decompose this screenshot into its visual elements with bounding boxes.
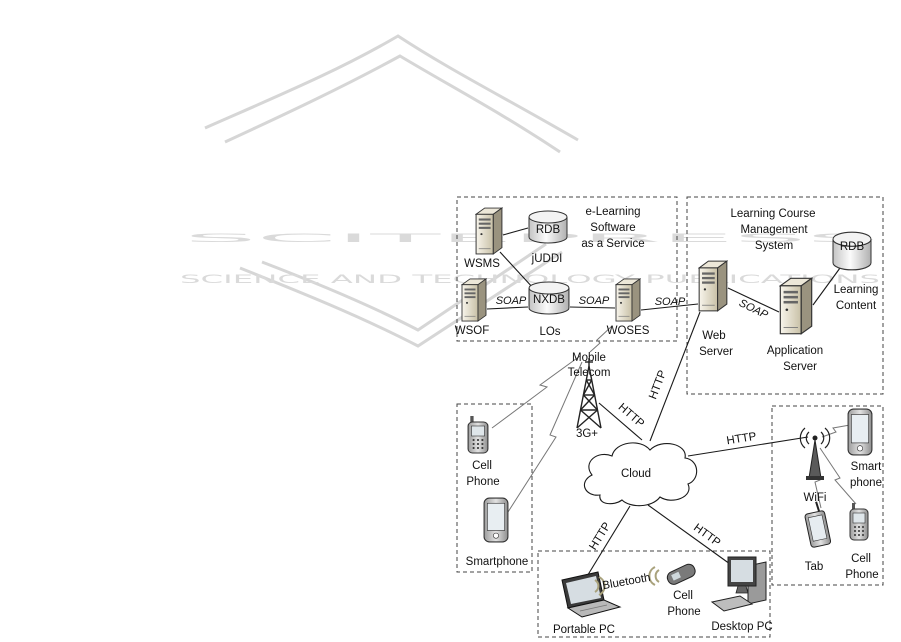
- lcms-title-line-3: System: [755, 240, 793, 252]
- laptop-icon: [561, 571, 622, 618]
- content-db-label: RDB: [840, 241, 865, 253]
- juddi-db-label: RDB: [536, 224, 561, 236]
- link-cloud-desktop: [647, 504, 731, 565]
- cell-tower-icon: [576, 358, 602, 429]
- flip-phone-icon: [666, 563, 696, 585]
- link-woses-web-server: [640, 303, 699, 311]
- tablet-icon: [804, 501, 832, 548]
- wsof-server-icon: [461, 278, 487, 322]
- learning-content-label-line-1: Learning: [834, 284, 879, 296]
- soap-label-wsof-nxdb: SOAP: [496, 295, 527, 307]
- desktop-pc-label: Desktop PC: [711, 621, 772, 633]
- soap-label-web-app: SOAP: [737, 297, 770, 321]
- web-server-label-line-1: Web: [702, 330, 725, 342]
- wifi-smartphone-label-line-1: Smart: [851, 461, 882, 473]
- desktop-pc-icon: [710, 556, 767, 612]
- wifi-smartphone-label-line-2: phone: [850, 477, 882, 489]
- soap-label-woses-web: SOAP: [655, 296, 686, 308]
- link-wsof-nxdb: [486, 306, 529, 310]
- web-server-label-line-2: Server: [699, 346, 733, 358]
- link-cloud-web-server: [649, 311, 701, 442]
- nxdb-label: NXDB: [533, 294, 565, 306]
- cell-phone-icon: [467, 416, 489, 454]
- pc-cell-phone-label-line-2: Phone: [667, 606, 700, 618]
- wsms-label: WSMS: [464, 258, 500, 270]
- portable-pc-label: Portable PC: [553, 624, 615, 636]
- wifi-smartphone-icon: [847, 408, 873, 456]
- cloud-label: Cloud: [621, 468, 651, 480]
- wifi-devices-group-box: [771, 405, 884, 586]
- tower-label: 3G+: [576, 428, 598, 440]
- woses-server-icon: [615, 278, 641, 322]
- wifi-access-point-icon: [799, 427, 831, 480]
- cloud-icon: [583, 442, 698, 507]
- juddi-label: jUDDI: [531, 253, 563, 265]
- wifi-cell-phone-icon: [849, 503, 869, 541]
- wireless-link-wifi-smartphone: [821, 424, 851, 438]
- smartphone-icon: [483, 497, 509, 543]
- los-label: LOs: [539, 326, 560, 338]
- link-cloud-wifi: [687, 436, 809, 457]
- app-server-label-line-1: Application: [767, 345, 823, 357]
- wireless-link-tower-cellphone: [491, 355, 581, 429]
- mobile-telecom-label-line-2: Telecom: [568, 367, 611, 379]
- http-label-tower-cloud: HTTP: [616, 401, 647, 430]
- soap-label-nxdb-woses: SOAP: [579, 295, 610, 307]
- link-tower-cloud: [598, 402, 643, 441]
- tab-label: Tab: [805, 561, 824, 573]
- app-server-label-line-2: Server: [783, 361, 817, 373]
- wsms-server-icon: [475, 207, 503, 255]
- pc-devices-group-box: [537, 550, 771, 638]
- lcms-group-box: [686, 196, 884, 395]
- mobile-smartphone-label: Smartphone: [466, 556, 529, 568]
- saas-title-line-1: e-Learning: [586, 206, 641, 218]
- wireless-link-tower-woses: [589, 325, 613, 353]
- mobile-cell-phone-label-line-1: Cell: [472, 460, 492, 472]
- mobile-cell-phone-label-line-2: Phone: [466, 476, 499, 488]
- mobile-devices-group-box: [456, 403, 533, 573]
- link-web-app-server: [727, 287, 780, 313]
- wireless-link-tower-smartphone: [507, 361, 583, 513]
- wireless-link-wifi-cellphone: [819, 447, 857, 505]
- web-server-icon: [698, 260, 728, 312]
- watermark-book-outline: [204, 34, 579, 348]
- http-label-cloud-web: HTTP: [647, 368, 669, 401]
- http-label-cloud-desktop: HTTP: [691, 522, 723, 550]
- http-label-cloud-laptop: HTTP: [587, 520, 613, 552]
- bluetooth-label: Bluetooth: [602, 572, 652, 592]
- saas-title-line-3: as a Service: [581, 238, 644, 250]
- wifi-cell-phone-label-line-2: Phone: [845, 569, 878, 581]
- pc-cell-phone-label-line-1: Cell: [673, 590, 693, 602]
- link-wsms-juddi: [502, 227, 529, 236]
- saas-title-line-2: Software: [590, 222, 635, 234]
- wifi-label: WiFi: [804, 492, 827, 504]
- application-server-icon: [779, 277, 813, 335]
- wifi-cell-phone-label-line-1: Cell: [851, 553, 871, 565]
- woses-label: WOSES: [607, 325, 650, 337]
- learning-content-label-line-2: Content: [836, 300, 877, 312]
- lcms-title-line-2: Management: [740, 224, 808, 236]
- wsof-label: WSOF: [455, 325, 490, 337]
- http-label-cloud-wifi: HTTP: [726, 431, 758, 448]
- lcms-title-line-1: Learning Course: [730, 208, 815, 220]
- link-app-server-content-db: [812, 267, 841, 306]
- link-wsms-nxdb: [499, 251, 535, 290]
- link-nxdb-woses: [569, 306, 616, 309]
- link-cloud-laptop: [585, 505, 631, 579]
- bluetooth-waves-icon: [594, 566, 660, 596]
